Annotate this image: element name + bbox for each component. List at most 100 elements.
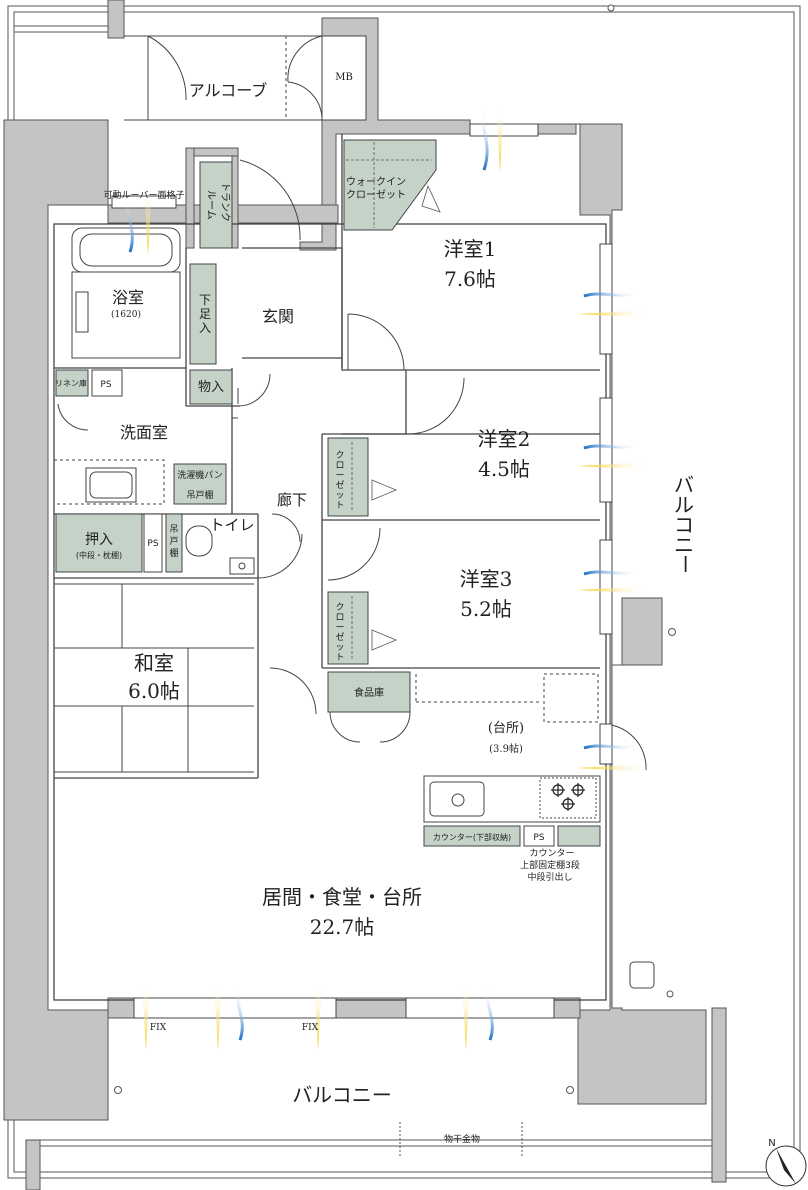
door-swings bbox=[232, 159, 465, 743]
closet2-char-0: ク bbox=[335, 450, 344, 461]
hanging-char-1: 戸 bbox=[169, 536, 178, 547]
balcony-drains bbox=[114, 4, 676, 1094]
closet-room3 bbox=[327, 591, 369, 665]
hanging-shelf-toilet bbox=[165, 513, 183, 573]
label-western1: 洋室1 bbox=[444, 237, 497, 261]
label-washroom: 洗面室 bbox=[120, 423, 168, 442]
closet-label-room3: ク ロ ー ゼ ッ ト bbox=[335, 602, 344, 663]
label-washitsu-size: 6.0帖 bbox=[128, 679, 180, 703]
closet3-char-2: ー bbox=[335, 623, 344, 633]
closet-room2 bbox=[327, 437, 369, 517]
label-living-size: 22.7帖 bbox=[310, 915, 375, 939]
alcove-area bbox=[124, 35, 323, 121]
label-north: N bbox=[768, 1138, 775, 1149]
label-washitsu: 和室 bbox=[134, 651, 174, 675]
counter-right-box bbox=[557, 825, 601, 847]
hanging-char-0: 吊 bbox=[169, 524, 178, 535]
label-bath-size: (1620) bbox=[111, 309, 141, 320]
label-clothes-rod: 物干金物 bbox=[444, 1133, 480, 1145]
closet2-char-3: ゼ bbox=[335, 479, 344, 491]
balcony-outline bbox=[7, 5, 801, 1179]
closet3-char-3: ゼ bbox=[335, 631, 344, 643]
closet3-char-4: ッ bbox=[335, 643, 344, 653]
walkin-closet bbox=[343, 139, 437, 231]
trunk-room bbox=[199, 161, 233, 249]
balcony-east-char-3: ニ bbox=[674, 533, 694, 557]
label-shoe-1: 下 bbox=[199, 293, 211, 307]
balcony-east-char-4: ー bbox=[673, 554, 697, 574]
storage-box bbox=[189, 369, 233, 405]
label-kitchen-size: (3.9帖) bbox=[489, 742, 523, 755]
east-windows bbox=[111, 123, 613, 1019]
label-oshiire: 押入 bbox=[85, 532, 113, 548]
closet2-char-2: ー bbox=[335, 471, 344, 481]
mb-box bbox=[321, 35, 367, 121]
north-compass-icon bbox=[765, 1145, 807, 1187]
label-trunk-2: ルーム bbox=[205, 190, 217, 220]
label-western1-size: 7.6帖 bbox=[444, 267, 496, 291]
label-shoe-2: 足 bbox=[199, 307, 211, 321]
washroom-fixtures bbox=[53, 403, 165, 505]
pantry-box bbox=[327, 671, 411, 713]
closet-labels: ク ロ ー ゼ ッ ト ク ロ ー ゼ ッ ト 吊 戸 棚 bbox=[169, 450, 344, 663]
ps-box-toilet bbox=[143, 513, 163, 573]
label-linen: リネン庫 bbox=[55, 378, 87, 388]
label-fix-left: FIX bbox=[150, 1023, 167, 1033]
label-shoe-3: 入 bbox=[199, 321, 211, 335]
toilet-hanging-shelf-label: 吊 戸 棚 bbox=[169, 524, 178, 559]
label-balcony-east: バ ル コ ニ ー bbox=[673, 473, 697, 574]
closet2-char-4: ッ bbox=[335, 491, 344, 501]
label-kitchen: (台所) bbox=[488, 721, 524, 736]
label-ps-3: PS bbox=[533, 833, 544, 843]
balcony-east-char-1: ル bbox=[674, 493, 694, 517]
light-arrows bbox=[142, 106, 648, 1050]
label-washer-pan: 洗濯機パン bbox=[177, 469, 222, 481]
label-ps-2: PS bbox=[147, 539, 158, 549]
closet2-char-1: ロ bbox=[335, 461, 344, 471]
label-entrance: 玄関 bbox=[262, 307, 294, 326]
label-trunk-1: トランク bbox=[219, 182, 231, 222]
toilet-fixture bbox=[185, 525, 303, 579]
label-walkin-2: クローゼット bbox=[346, 189, 406, 201]
hanging-char-2: 棚 bbox=[169, 547, 178, 559]
closet3-char-0: ク bbox=[335, 602, 344, 613]
closet-details bbox=[346, 142, 441, 660]
washer-box bbox=[173, 463, 227, 505]
wind-arrows bbox=[126, 107, 641, 1041]
label-counter-note1: 上部固定棚3段 bbox=[520, 859, 580, 871]
linen-box bbox=[55, 369, 89, 397]
label-pantry: 食品庫 bbox=[354, 686, 384, 699]
label-oshiire-sub: (中段・枕棚) bbox=[76, 550, 122, 560]
label-mb: MB bbox=[335, 72, 353, 83]
label-fix-right: FIX bbox=[302, 1023, 319, 1033]
oshiire-box bbox=[55, 513, 143, 573]
label-hanging-shelf: 吊戸棚 bbox=[186, 489, 213, 501]
shoe-cabinet bbox=[189, 263, 217, 365]
balcony-east-char-0: バ bbox=[674, 473, 694, 497]
label-western3: 洋室3 bbox=[460, 567, 513, 591]
closet3-char-5: ト bbox=[335, 653, 344, 663]
label-western3-size: 5.2帖 bbox=[460, 597, 512, 621]
label-louver: 可動ルーバー面格子 bbox=[104, 189, 185, 201]
ps-box-counter bbox=[523, 825, 555, 847]
label-living: 居間・食堂・台所 bbox=[262, 885, 422, 909]
stove-burners bbox=[551, 783, 585, 811]
tatami-grid bbox=[54, 583, 254, 773]
label-alcove: アルコーブ bbox=[189, 81, 268, 100]
label-counter: カウンター bbox=[529, 848, 574, 859]
label-balcony-south: バルコニー bbox=[292, 1083, 392, 1107]
balcony-east-char-2: コ bbox=[674, 513, 694, 537]
label-ps-1: PS bbox=[100, 380, 111, 390]
label-storage: 物入 bbox=[198, 380, 224, 395]
label-corridor: 廊下 bbox=[277, 491, 307, 509]
label-bath: 浴室 bbox=[112, 288, 144, 307]
counter-box bbox=[423, 825, 521, 847]
closet2-char-5: ト bbox=[335, 501, 344, 511]
label-counter-storage: カウンター(下部収納) bbox=[433, 832, 511, 842]
label-western2-size: 4.5帖 bbox=[478, 457, 530, 481]
ps-box-linen bbox=[91, 369, 123, 397]
room-labels: アルコーブ MB 可動ルーバー面格子 トランク ルーム ウォークイン クローゼッ… bbox=[55, 72, 776, 1149]
closet-label-room2: ク ロ ー ゼ ッ ト bbox=[335, 450, 344, 511]
bathtub bbox=[71, 227, 181, 359]
